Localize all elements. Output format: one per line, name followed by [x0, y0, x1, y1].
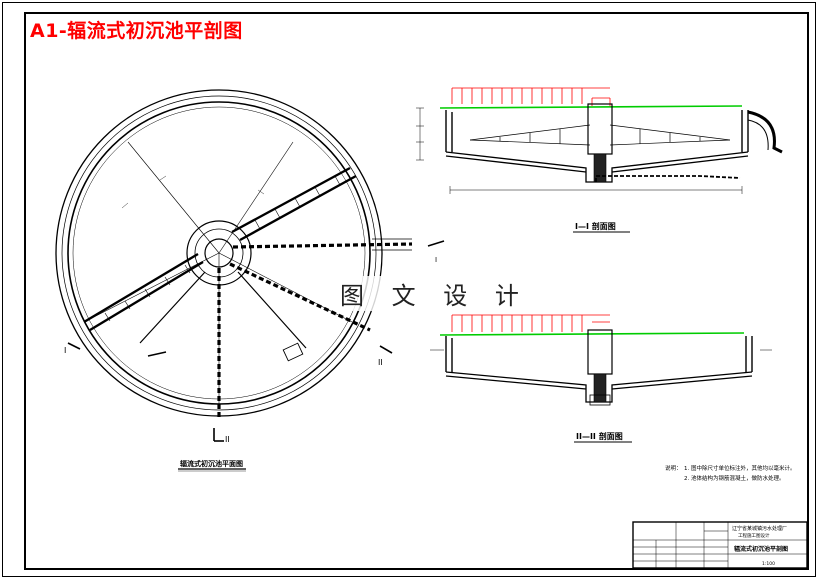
- plan-section-label: II: [378, 358, 383, 367]
- section1-outlet-pipe: [747, 110, 783, 154]
- plan-section-label: II: [225, 435, 230, 444]
- notes-item: 1. 图中除尺寸单位标注外，其他均以毫米计。: [684, 464, 796, 472]
- plan-scum-box: [282, 342, 304, 362]
- section1-outlet-pipe-inner: [747, 119, 769, 151]
- section1-caption: I—I 剖面图: [575, 221, 616, 231]
- plan-scraper-arms: [139, 271, 307, 349]
- sheet-inner-border: [24, 12, 809, 570]
- drawing-title: A1-辐流式初沉池平剖图: [30, 20, 243, 42]
- section2-caption: II—II 剖面图: [576, 431, 623, 441]
- title-block-drawing-name: 辐流式初沉池平剖图: [734, 545, 788, 553]
- section1-inlet-pipe: [595, 175, 741, 182]
- watermark-text: 图 文 设 计: [336, 276, 533, 311]
- title-block: 辽宁省某城镇污水处理厂 工程施工图设计 辐流式初沉池平剖图 1:100: [632, 521, 808, 569]
- section2-water-level: [439, 332, 745, 336]
- title-block-subtitle: 工程施工图设计: [738, 532, 770, 539]
- section1-level-dimensions: [416, 107, 743, 194]
- section-2: II—II 剖面图: [430, 314, 772, 443]
- plan-section-cuts: [67, 240, 445, 442]
- plan-walkway-truss: [83, 166, 357, 332]
- plan-view-caption: 辐流式初沉池平面图: [180, 459, 243, 468]
- section2-walkway-rail: [451, 314, 610, 332]
- notes-item: 2. 池体结构为钢筋混凝土，做防水处理。: [684, 474, 785, 482]
- plan-dimension-ticks: [121, 175, 265, 209]
- section2-walls: [445, 336, 753, 372]
- section1-center-column: [587, 103, 613, 155]
- plan-view: I I II II 辐流式初沉池平面图: [55, 89, 445, 472]
- section2-center-column: [587, 329, 613, 375]
- section1-walkway-rail: [451, 87, 611, 106]
- notes-heading: 说明：: [665, 464, 682, 472]
- section1-walls: [445, 110, 749, 152]
- title-block-project: 辽宁省某城镇污水处理厂: [732, 525, 787, 532]
- plan-section-label: I: [64, 346, 66, 355]
- plan-dashed-pipes: [217, 242, 413, 420]
- plan-pipe-outline: [372, 238, 412, 251]
- notes-block: 说明： 1. 图中除尺寸单位标注外，其他均以毫米计。 2. 池体结构为钢筋混凝土…: [665, 464, 796, 482]
- plan-scum-pipe: [147, 351, 167, 357]
- section1-scraper-truss: [469, 124, 731, 146]
- title-block-scale: 1:100: [762, 561, 775, 567]
- title-block-frame: [632, 521, 808, 569]
- section1-center-pipe: [593, 153, 607, 183]
- section-1: I—I 剖面图: [416, 87, 783, 233]
- plan-walkway-bracing: [104, 175, 341, 322]
- plan-effluent-channel: [61, 95, 377, 411]
- section2-center-pipe: [593, 373, 607, 403]
- section1-water-level: [439, 105, 743, 109]
- plan-section-label: I: [435, 256, 437, 264]
- section2-sludge-hopper: [589, 394, 611, 406]
- title-block-grid: [633, 522, 807, 568]
